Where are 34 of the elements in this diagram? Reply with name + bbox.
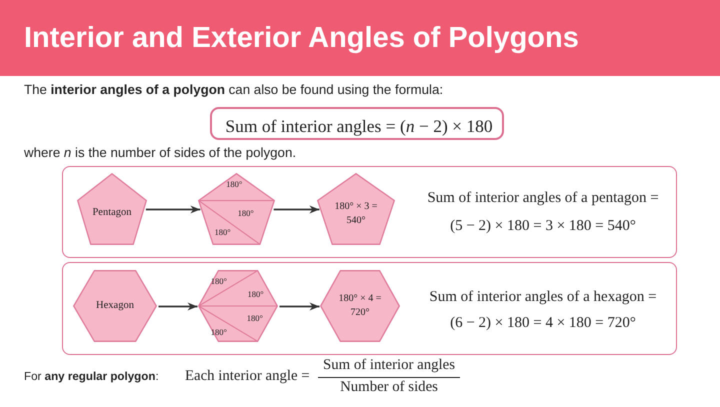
product-label: 180° × 4 = 720° [338, 292, 382, 320]
divided-hexagon [198, 270, 278, 342]
hexagon [73, 270, 157, 342]
formula-box [210, 107, 504, 140]
angle-label: 180° [210, 328, 227, 338]
equation-text: Each interior angle = [185, 368, 310, 386]
equation-text: Sum of interior angles of a hexagon = (6 − 2) × 180 = 4 × 180 = 720° [428, 288, 658, 332]
body-text: where n is the number of sides of the polygon. [24, 145, 296, 161]
arrow [280, 302, 320, 310]
arrow [146, 206, 200, 214]
fraction-denominator: Number of sides [340, 379, 438, 397]
arrow [158, 302, 198, 310]
example-panel [62, 262, 677, 355]
body-text: The interior angles of a polygon can also be found using the formula: [24, 82, 444, 98]
angle-label: 180° [246, 314, 263, 324]
angle-label: 180° [210, 276, 227, 286]
formula-text: Sum of interior angles = (n − 2) × 180 [225, 115, 493, 136]
shape-label: Pentagon [92, 207, 132, 220]
equation-text: Sum of interior angles of a pentagon = (5 − 2) × 180 = 3 × 180 = 540° [426, 188, 660, 236]
shape-label: Hexagon [96, 300, 134, 312]
pentagon [77, 173, 147, 245]
arrow [274, 206, 320, 214]
product-label: 180° × 3 = 540° [334, 200, 378, 228]
angle-label: 180° [226, 180, 242, 190]
example-panel [62, 166, 677, 258]
body-text: For any regular polygon: [24, 370, 159, 384]
angle-label: 180° [248, 290, 264, 300]
angle-label: 180° [214, 228, 231, 238]
pentagon [317, 173, 395, 245]
divided-pentagon [198, 173, 275, 245]
heading-title: Interior and Exterior Angles of Polygons [24, 21, 579, 56]
angle-label: 180° [238, 209, 254, 219]
fraction-numerator: Sum of interior angles [323, 357, 455, 375]
hexagon [320, 270, 400, 342]
